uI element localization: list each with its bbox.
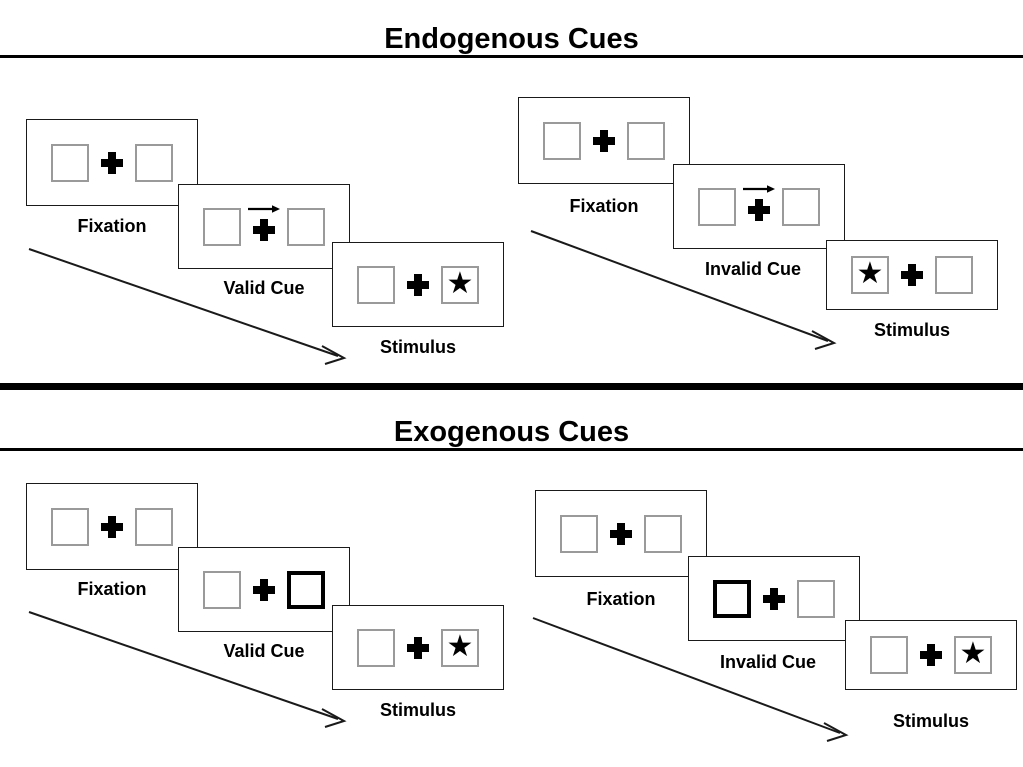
- panel-content: [560, 512, 682, 556]
- panel-exogenous-valid-cue: [178, 547, 350, 632]
- panel-exogenous-invalid-cue: [688, 556, 860, 641]
- panel-content: ★: [357, 263, 479, 307]
- right-target-box: ★: [954, 636, 992, 674]
- right-placeholder-box: [644, 514, 682, 553]
- left-placeholder-box: [698, 187, 736, 226]
- left-placeholder-box: [870, 636, 908, 674]
- stage-label-endogenous-invalid-cue: Invalid Cue: [704, 259, 802, 279]
- left-placeholder-box: [560, 514, 598, 553]
- stage-label-endogenous-invalid-fixation: Fixation: [569, 196, 639, 216]
- panel-endogenous-invalid-cue: [673, 164, 845, 249]
- panel-exogenous-valid-fixation: [26, 483, 198, 570]
- stage-label-endogenous-valid-fixation: Fixation: [77, 216, 147, 236]
- fixation-cross-icon: [395, 626, 441, 670]
- star-icon: ★: [856, 257, 884, 290]
- left-placeholder-box: [203, 207, 241, 246]
- panel-content: ★: [851, 253, 973, 297]
- stage-label-endogenous-valid-cue: Valid Cue: [223, 278, 305, 298]
- panel-content: ★: [357, 626, 479, 670]
- stage-label-exogenous-valid-stimulus: Stimulus: [379, 700, 456, 720]
- fixation-cross-icon: [89, 505, 135, 549]
- fixation-cross-icon: [908, 633, 954, 677]
- right-cued-box: [287, 570, 325, 609]
- panel-exogenous-valid-stimulus: ★: [332, 605, 504, 690]
- right-placeholder-box: [627, 121, 665, 160]
- panel-content: [203, 204, 325, 249]
- panel-content: ★: [870, 633, 992, 677]
- left-placeholder-box: [203, 570, 241, 609]
- panel-content: [543, 119, 665, 163]
- right-placeholder-box: [935, 256, 973, 294]
- star-icon: ★: [446, 629, 474, 663]
- star-icon: ★: [959, 637, 987, 670]
- right-placeholder-box: [287, 207, 325, 246]
- panel-content: [698, 184, 820, 229]
- stage-label-endogenous-valid-stimulus: Stimulus: [379, 337, 456, 357]
- left-target-box: ★: [851, 256, 889, 294]
- fixation-cross-icon: [89, 141, 135, 185]
- stage-label-exogenous-valid-fixation: Fixation: [77, 579, 147, 599]
- fixation-cross-icon: [598, 512, 644, 556]
- stage-label-exogenous-invalid-cue: Invalid Cue: [719, 652, 817, 672]
- right-placeholder-box: [135, 143, 173, 182]
- left-placeholder-box: [357, 265, 395, 304]
- fixation-cross-icon: [395, 263, 441, 307]
- section-title-endogenous: Endogenous Cues: [0, 23, 1023, 59]
- panel-endogenous-valid-stimulus: ★: [332, 242, 504, 327]
- panel-endogenous-invalid-stimulus: ★: [826, 240, 998, 310]
- panel-content: [203, 568, 325, 612]
- fixation-cross-icon: [581, 119, 627, 163]
- fixation-cross-icon: [751, 577, 797, 621]
- stage-label-endogenous-invalid-stimulus: Stimulus: [873, 320, 950, 340]
- section-title-exogenous: Exogenous Cues: [0, 416, 1023, 452]
- panel-endogenous-invalid-fixation: [518, 97, 690, 184]
- time-arrow-exogenous-valid: [28, 611, 347, 728]
- right-placeholder-box: [782, 187, 820, 226]
- panel-exogenous-invalid-fixation: [535, 490, 707, 577]
- left-cued-box: [713, 579, 751, 618]
- right-target-box: ★: [441, 265, 479, 304]
- left-placeholder-box: [51, 143, 89, 182]
- section-title-exogenous-text: Exogenous Cues: [393, 416, 630, 448]
- section-divider: [0, 383, 1023, 390]
- panel-exogenous-invalid-stimulus: ★: [845, 620, 1017, 690]
- fixation-cross-icon: [889, 253, 935, 297]
- time-arrow-exogenous-invalid: [532, 617, 849, 742]
- left-placeholder-box: [543, 121, 581, 160]
- panel-endogenous-valid-fixation: [26, 119, 198, 206]
- time-arrow-endogenous-valid: [28, 248, 347, 365]
- left-placeholder-box: [51, 507, 89, 546]
- stage-label-exogenous-invalid-fixation: Fixation: [586, 589, 656, 609]
- right-placeholder-box: [797, 579, 835, 618]
- left-placeholder-box: [357, 628, 395, 667]
- time-arrow-endogenous-invalid: [530, 230, 837, 350]
- panel-content: [51, 505, 173, 549]
- stage-label-exogenous-valid-cue: Valid Cue: [223, 641, 305, 661]
- section-title-endogenous-text: Endogenous Cues: [384, 23, 639, 55]
- stage-label-exogenous-invalid-stimulus: Stimulus: [892, 711, 969, 731]
- fixation-cross-icon: [736, 184, 782, 229]
- cue-arrow-right-icon: [743, 184, 775, 193]
- fixation-cross-icon: [241, 568, 287, 612]
- cue-arrow-right-icon: [248, 204, 280, 213]
- right-target-box: ★: [441, 628, 479, 667]
- star-icon: ★: [446, 266, 474, 300]
- right-placeholder-box: [135, 507, 173, 546]
- fixation-cross-icon: [241, 204, 287, 249]
- panel-content: [713, 577, 835, 621]
- panel-endogenous-valid-cue: [178, 184, 350, 269]
- panel-content: [51, 141, 173, 185]
